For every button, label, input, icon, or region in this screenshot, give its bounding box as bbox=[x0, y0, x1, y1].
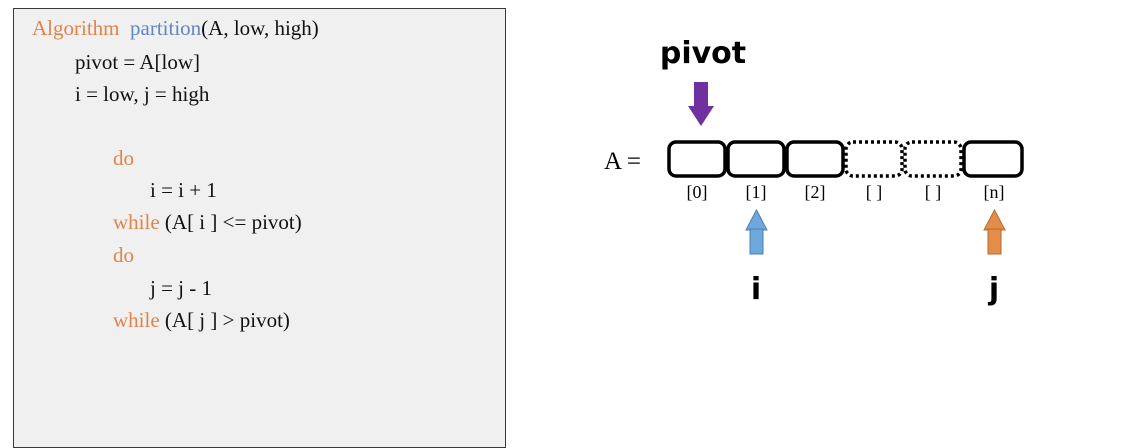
code-line-do-1: do bbox=[113, 146, 134, 170]
pivot-arrow-head bbox=[688, 106, 714, 126]
j-label: j bbox=[988, 272, 999, 307]
index-label-ellipsis-1: [ ] bbox=[866, 182, 883, 202]
array-cell-n bbox=[962, 140, 1024, 178]
code-line-pivot: pivot = A[low] bbox=[75, 50, 201, 74]
function-name: partition bbox=[130, 16, 202, 40]
i-arrow-head bbox=[745, 208, 768, 231]
array-cell-ellipsis-2 bbox=[903, 140, 963, 178]
index-label-0: [0] bbox=[687, 182, 708, 202]
j-arrow-icon bbox=[983, 208, 1006, 255]
code-line-decrement: j = j - 1 bbox=[150, 276, 213, 300]
code-line-init: i = low, j = high bbox=[75, 82, 210, 106]
array-diagram: pivot A = [0] [1] [2] [ ] [ ] [n] i j bbox=[604, 36, 1024, 307]
i-arrow-icon bbox=[745, 208, 768, 255]
while-keyword-1: while bbox=[113, 210, 160, 234]
index-label-1: [1] bbox=[746, 182, 767, 202]
array-cell-ellipsis-1 bbox=[844, 140, 904, 178]
i-label: i bbox=[751, 272, 761, 307]
j-arrow-shaft bbox=[987, 228, 1002, 255]
array-cell-1 bbox=[726, 140, 786, 178]
algorithm-header: Algorithm partition(A, low, high) bbox=[32, 15, 319, 41]
while-keyword-2: while bbox=[113, 308, 160, 332]
index-label-n: [n] bbox=[984, 182, 1005, 202]
pivot-label: pivot bbox=[660, 36, 746, 71]
pivot-arrow-icon bbox=[688, 82, 714, 126]
i-arrow-shaft bbox=[749, 228, 764, 255]
index-label-ellipsis-2: [ ] bbox=[925, 182, 942, 202]
function-params: (A, low, high) bbox=[201, 16, 319, 40]
pivot-arrow-shaft bbox=[694, 82, 708, 108]
array-cell-2 bbox=[785, 140, 845, 178]
array-cell-0 bbox=[667, 140, 727, 178]
code-line-while-1: while (A[ i ] <= pivot) bbox=[113, 209, 302, 235]
code-line-do-2: do bbox=[113, 243, 134, 267]
algorithm-keyword: Algorithm bbox=[32, 16, 120, 40]
code-line-while-2: while (A[ j ] > pivot) bbox=[113, 307, 290, 333]
while-condition-1: (A[ i ] <= pivot) bbox=[159, 210, 302, 234]
index-label-2: [2] bbox=[805, 182, 826, 202]
code-panel: Algorithm partition(A, low, high) pivot … bbox=[13, 8, 506, 448]
while-condition-2: (A[ j ] > pivot) bbox=[159, 308, 290, 332]
j-arrow-head bbox=[983, 208, 1006, 231]
array-label: A = bbox=[604, 148, 641, 175]
code-line-increment: i = i + 1 bbox=[150, 178, 217, 202]
